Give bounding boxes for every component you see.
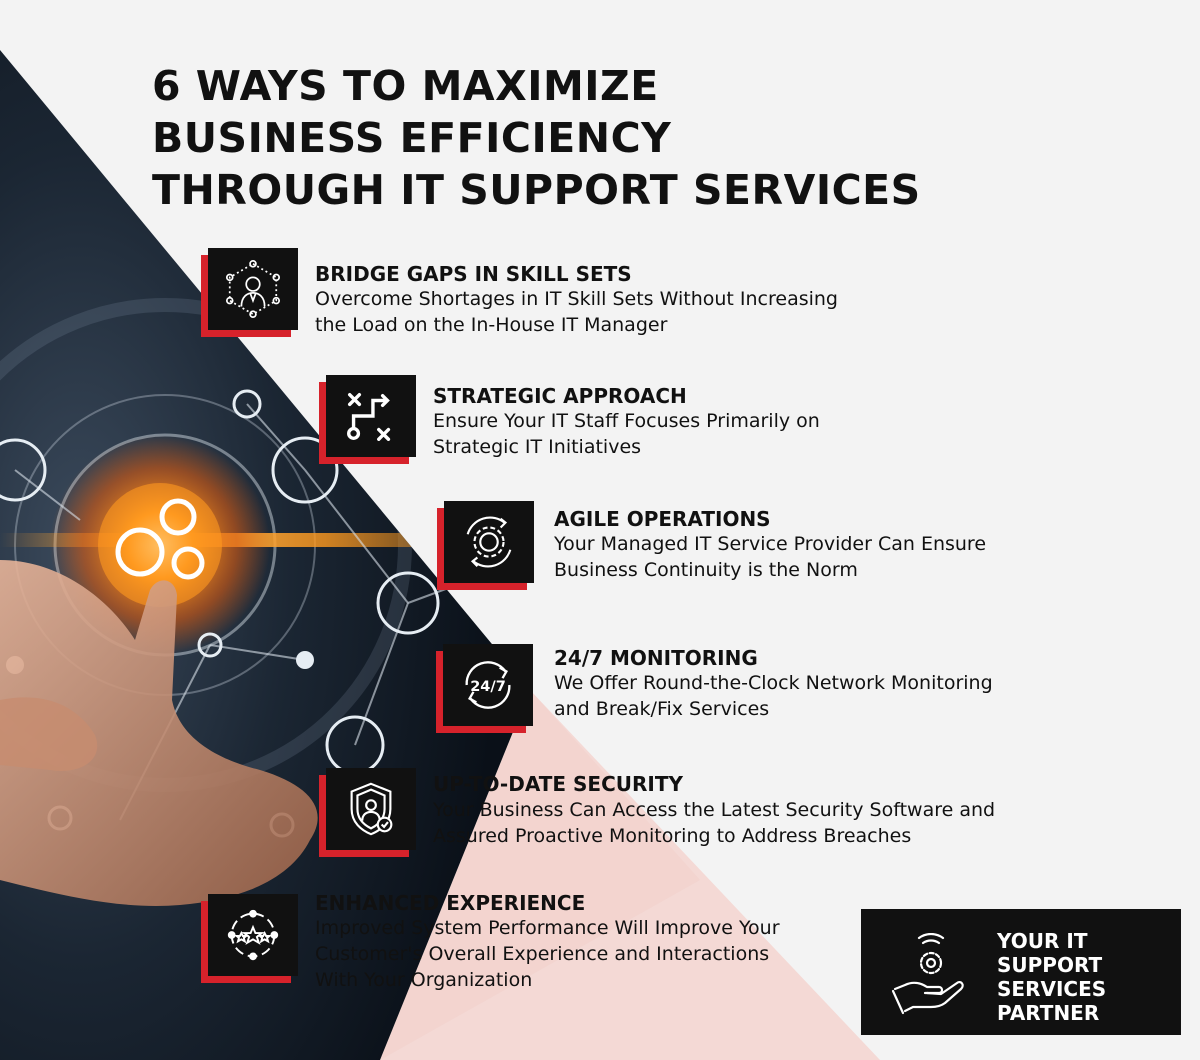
description-line: Your Business Can Access the Latest Secu… — [433, 799, 996, 821]
partner-line: SERVICES — [997, 977, 1107, 1001]
item-title: AGILE OPERATIONS — [554, 507, 771, 531]
item-title: UP-TO-DATE SECURITY — [433, 772, 683, 796]
item-description: Improved System Performance Will Improve… — [315, 915, 1095, 993]
strategy-icon — [347, 392, 391, 441]
partner-line: YOUR IT — [997, 929, 1088, 953]
description-line: Your Managed IT Service Provider Can Ens… — [554, 533, 987, 555]
description-line: We Offer Round-the-Clock Network Monitor… — [554, 672, 993, 694]
title-line: 6 WAYS TO MAXIMIZE — [152, 62, 659, 110]
icon-box: 24/7 — [443, 644, 533, 726]
description-line: and Break/Fix Services — [554, 698, 770, 720]
partner-text: YOUR IT SUPPORT SERVICES PARTNER — [997, 929, 1106, 1025]
partner-line: PARTNER — [997, 1001, 1100, 1025]
item-description: Ensure Your IT Staff Focuses Primarily o… — [433, 408, 1200, 460]
description-line: With Your Organization — [315, 969, 533, 991]
svg-text:24/7: 24/7 — [470, 679, 506, 695]
title-line: BUSINESS EFFICIENCY — [152, 114, 672, 162]
partner-badge: YOUR IT SUPPORT SERVICES PARTNER — [861, 909, 1181, 1035]
icon-box — [326, 375, 416, 457]
title-line: THROUGH IT SUPPORT SERVICES — [152, 166, 921, 214]
gear-cycle-icon — [466, 516, 512, 568]
clock-24-7-icon: 24/7 — [465, 661, 511, 709]
icon-box — [326, 768, 416, 850]
item-title: STRATEGIC APPROACH — [433, 384, 687, 408]
person-network-icon — [225, 260, 281, 318]
page-title: 6 WAYS TO MAXIMIZE BUSINESS EFFICIENCY T… — [152, 60, 1052, 216]
icon-box — [208, 894, 298, 976]
description-line: Improved System Performance Will Improve… — [315, 917, 780, 939]
item-title: BRIDGE GAPS IN SKILL SETS — [315, 262, 632, 286]
description-line: Overcome Shortages in IT Skill Sets With… — [315, 288, 838, 310]
icon-box — [208, 248, 298, 330]
description-line: Ensure Your IT Staff Focuses Primarily o… — [433, 410, 820, 432]
hand-gear-icon — [891, 933, 964, 1015]
security-shield-icon — [350, 782, 393, 836]
item-description: We Offer Round-the-Clock Network Monitor… — [554, 670, 1200, 722]
partner-line: SUPPORT — [997, 953, 1103, 977]
item-title: ENHANCED EXPERIENCE — [315, 891, 586, 915]
icon-box — [444, 501, 534, 583]
description-line: Business Continuity is the Norm — [554, 559, 858, 581]
description-line: Assured Proactive Monitoring to Address … — [433, 825, 912, 847]
description-line: the Load on the In-House IT Manager — [315, 314, 668, 336]
item-description: Your Business Can Access the Latest Secu… — [433, 797, 1200, 849]
item-description: Your Managed IT Service Provider Can Ens… — [554, 531, 1200, 583]
description-line: Strategic IT Initiatives — [433, 436, 642, 458]
stars-cycle-icon — [227, 909, 279, 961]
item-title: 24/7 MONITORING — [554, 646, 758, 670]
description-line: Customer's Overall Experience and Intera… — [315, 943, 770, 965]
item-description: Overcome Shortages in IT Skill Sets With… — [315, 286, 1095, 338]
